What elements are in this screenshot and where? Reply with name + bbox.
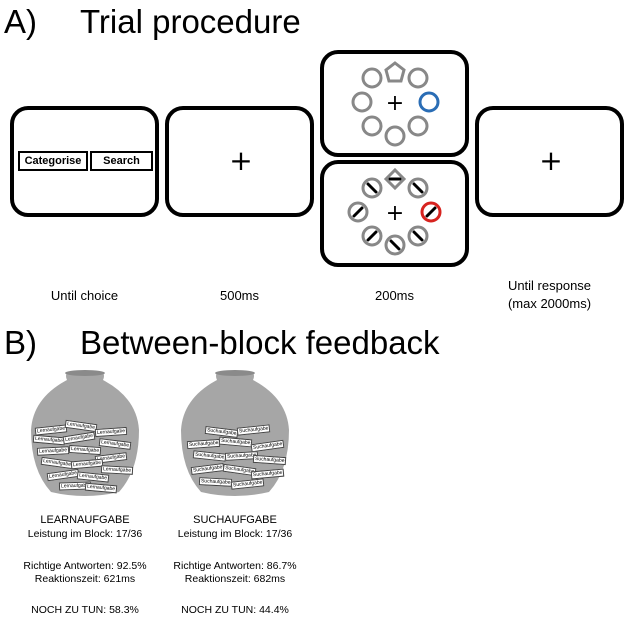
distractor-circle xyxy=(384,125,406,147)
learn-block-score: Leistung im Block: 17/36 xyxy=(27,528,143,540)
timing-max-2000ms: (max 2000ms) xyxy=(507,296,592,311)
task-tag: Suchaufgabe xyxy=(198,477,233,487)
distractor-circle xyxy=(361,67,383,89)
learn-correct: Richtige Antworten: 92.5% xyxy=(23,560,147,572)
timing-until-response: Until response xyxy=(507,278,592,293)
task-tag: Suchaufgabe xyxy=(230,478,265,490)
task-tag: Suchaufgabe xyxy=(218,436,253,448)
task-tag: Lernaufgabe xyxy=(98,438,132,450)
task-tag: Lernaufgabe xyxy=(34,424,68,436)
distractor-circle xyxy=(384,234,406,256)
diamond-shape xyxy=(383,167,407,191)
choice-screen: Categorise Search xyxy=(10,106,159,217)
response-screen: + xyxy=(475,106,624,217)
section-a-letter: A) xyxy=(4,3,37,40)
search-tags: Suchaufgabe Suchaufgabe Suchaufgabe Such… xyxy=(175,370,295,500)
line-segment xyxy=(366,230,378,242)
pentagon-shape xyxy=(384,61,406,83)
task-tag: Lernaufgabe xyxy=(46,468,80,482)
distractor-circle xyxy=(347,201,369,223)
fixation-cross: + xyxy=(539,144,563,177)
categorise-button: Categorise xyxy=(18,151,88,171)
distractor-circle xyxy=(407,115,429,137)
task-tag: Suchaufgabe xyxy=(186,438,221,450)
line-segment xyxy=(389,239,401,251)
task-tag: Lernaufgabe xyxy=(64,419,98,433)
learn-rt: Reaktionszeit: 621ms xyxy=(34,573,136,585)
task-tag: Suchaufgabe xyxy=(250,468,285,480)
distractor-circle xyxy=(361,177,383,199)
task-tag: Lernaufgabe xyxy=(84,482,118,494)
task-tag: Suchaufgabe xyxy=(252,454,287,466)
line-segment xyxy=(366,182,378,194)
distractor-circle xyxy=(407,67,429,89)
search-stimulus-screen: + xyxy=(320,160,469,267)
section-b-letter: B) xyxy=(4,324,37,361)
fixation-screen: + xyxy=(165,106,314,217)
fixation-cross: + xyxy=(386,201,404,226)
timing-until-choice: Until choice xyxy=(50,288,119,303)
search-stimulus-array: + xyxy=(347,167,442,256)
target-circle-red xyxy=(420,201,442,223)
distractor-circle xyxy=(351,91,373,113)
line-segment xyxy=(352,206,364,218)
timing-200ms: 200ms xyxy=(374,288,415,303)
distractor-circle xyxy=(361,115,383,137)
target-circle-blue xyxy=(418,91,440,113)
learn-title: LEARNAUFGABE xyxy=(40,514,130,526)
line-segment xyxy=(412,230,424,242)
search-title: SUCHAUFGABE xyxy=(193,514,277,526)
categorise-stimulus-array: + xyxy=(351,61,440,147)
search-rt: Reaktionszeit: 682ms xyxy=(184,573,286,585)
task-tag: Suchaufgabe xyxy=(236,424,271,436)
search-button: Search xyxy=(90,151,153,171)
task-tag: Lernaufgabe xyxy=(70,458,104,470)
task-tag: Lernaufgabe xyxy=(32,434,66,446)
section-b-title: Between-block feedback xyxy=(80,324,440,361)
task-tag: Lernaufgabe xyxy=(62,431,96,445)
task-tag: Suchaufgabe xyxy=(190,462,225,476)
learn-tags: Lernaufgabe Lernaufgabe Lernaufgabe Lern… xyxy=(25,370,145,500)
line-segment xyxy=(412,182,424,194)
categorise-stimulus-screen: + xyxy=(320,50,469,157)
task-tag: Suchaufgabe xyxy=(192,450,227,462)
distractor-circle xyxy=(407,177,429,199)
line-segment xyxy=(425,206,437,218)
search-todo: NOCH ZU TUN: 44.4% xyxy=(181,604,289,616)
task-tag: Lernaufgabe xyxy=(36,446,70,456)
task-tag: Lernaufgabe xyxy=(68,444,102,456)
search-correct: Richtige Antworten: 86.7% xyxy=(173,560,297,572)
section-a-title: Trial procedure xyxy=(80,3,301,40)
search-block-score: Leistung im Block: 17/36 xyxy=(177,528,293,540)
task-tag: Lernaufgabe xyxy=(94,426,128,438)
learn-todo: NOCH ZU TUN: 58.3% xyxy=(31,604,139,616)
distractor-circle xyxy=(407,225,429,247)
timing-500ms: 500ms xyxy=(219,288,260,303)
fixation-cross: + xyxy=(229,144,253,177)
task-tag: Lernaufgabe xyxy=(40,456,74,470)
fixation-cross: + xyxy=(386,91,404,116)
distractor-circle xyxy=(361,225,383,247)
